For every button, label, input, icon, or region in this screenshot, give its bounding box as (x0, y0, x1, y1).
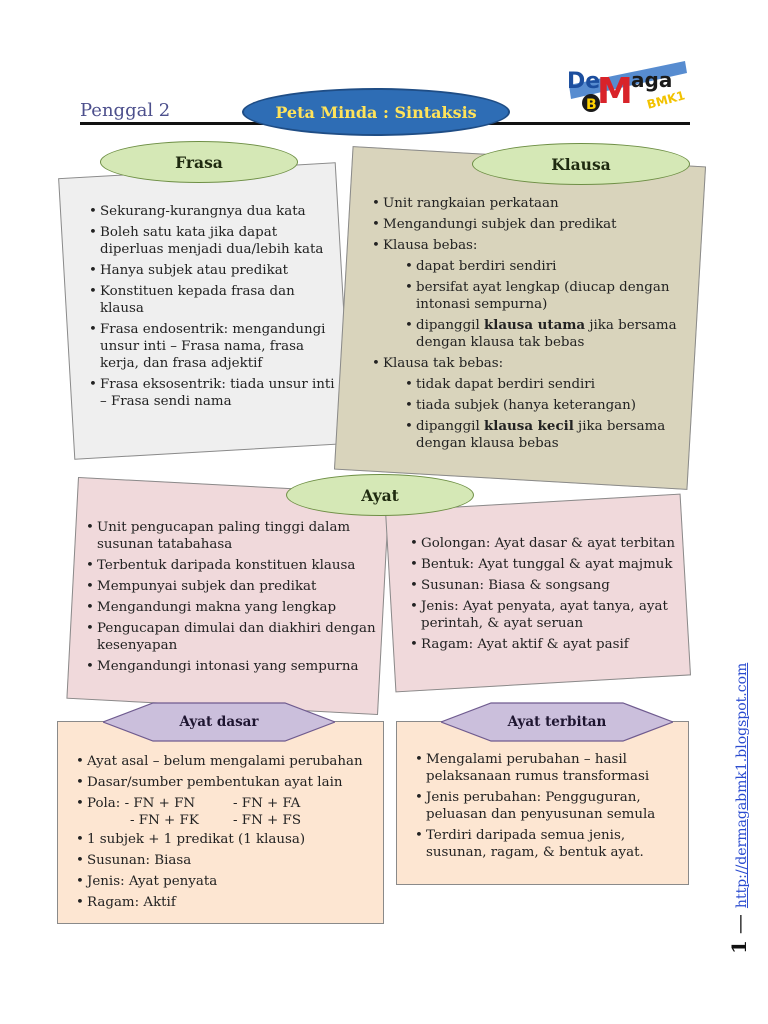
diamond-shape (103, 702, 335, 742)
ayat-terbitan-list: Mengalami perubahan – hasil pelaksanaan … (415, 751, 687, 861)
list-item: Jenis: Ayat penyata (76, 873, 381, 890)
list-item: Jenis perubahan: Pengguguran, peluasan d… (415, 789, 687, 823)
list-item: Pengucapan dimulai dan diakhiri dengan k… (86, 620, 378, 654)
list-item: Boleh satu kata jika dapat diperluas men… (89, 224, 339, 258)
list-item: tidak dapat berdiri sendiri (405, 376, 688, 393)
ayat-title: Ayat (361, 485, 399, 505)
section-label: Penggal 2 (80, 100, 171, 121)
text-fragment: dipanggil (416, 318, 484, 333)
ayat-dasar-diamond: Ayat dasar (103, 702, 335, 742)
frasa-oval: Frasa (100, 141, 298, 183)
klausa-oval: Klausa (472, 143, 690, 185)
list-item: Konstituen kepada frasa dan klausa (89, 283, 339, 317)
svg-text:De: De (567, 69, 600, 94)
list-item: Sekurang-kurangnya dua kata (89, 203, 339, 220)
ayat-terbitan-content: Mengalami perubahan – hasil pelaksanaan … (415, 751, 687, 865)
pola-row-2-a: - FN + FK (130, 813, 199, 828)
list-item: Terbentuk daripada konstituen klausa (86, 557, 378, 574)
footer-vertical: 1 — http://dermagabmk1.blogspot.com (727, 663, 751, 954)
header-oval: Peta Minda : Sintaksis (242, 88, 510, 136)
list-item: Frasa eksosentrik: tiada unsur inti – Fr… (89, 376, 339, 410)
svg-text:M: M (597, 71, 633, 112)
list-item: dapat berdiri sendiri (405, 258, 688, 275)
klausa-list: Unit rangkaian perkataan Mengandungi sub… (372, 195, 688, 452)
bold-term: klausa utama (484, 317, 586, 333)
list-item: Golongan: Ayat dasar & ayat terbitan (410, 535, 682, 552)
list-item: Unit pengucapan paling tinggi dalam susu… (86, 519, 378, 553)
list-item: Susunan: Biasa & songsang (410, 577, 682, 594)
bold-term: klausa kecil (484, 418, 574, 434)
logo: De M aga B BMK1 (565, 55, 690, 121)
ayat-terbitan-title: Ayat terbitan (507, 714, 607, 730)
ayat-left-content: Unit pengucapan paling tinggi dalam susu… (86, 519, 378, 679)
list-item: Mengandungi subjek dan predikat (372, 216, 688, 233)
ayat-left-list: Unit pengucapan paling tinggi dalam susu… (86, 519, 378, 675)
frasa-content: Sekurang-kurangnya dua kata Boleh satu k… (89, 203, 339, 414)
pola-row-1-a: Pola: - FN + FN (87, 796, 196, 811)
frasa-title: Frasa (175, 152, 223, 172)
list-item: Mengandungi makna yang lengkap (86, 599, 378, 616)
list-item: Pola: - FN + FN - FN + FA - FN + FK - FN +… (76, 795, 381, 829)
list-item: Ragam: Ayat aktif & ayat pasif (410, 636, 682, 653)
list-item: 1 subjek + 1 predikat (1 klausa) (76, 831, 381, 848)
list-item: Ayat asal – belum mengalami perubahan (76, 753, 381, 770)
list-item: Terdiri daripada semua jenis, susunan, r… (415, 827, 687, 861)
klausa-takbebas-label: Klausa tak bebas: (383, 356, 504, 371)
klausa-bebas-label: Klausa bebas: (383, 238, 478, 253)
list-item: Frasa endosentrik: mengandungi unsur int… (89, 321, 339, 372)
list-item: dipanggil klausa kecil jika bersama deng… (405, 418, 688, 452)
klausa-content: Unit rangkaian perkataan Mengandungi sub… (372, 195, 688, 456)
list-item: Klausa bebas: dapat berdiri sendiri bers… (372, 237, 688, 351)
ayat-terbitan-diamond: Ayat terbitan (441, 702, 673, 742)
ayat-right-content: Golongan: Ayat dasar & ayat terbitan Ben… (410, 535, 682, 657)
list-item: dipanggil klausa utama jika bersama deng… (405, 317, 688, 351)
page-title: Peta Minda : Sintaksis (275, 102, 477, 122)
list-item: Jenis: Ayat penyata, ayat tanya, ayat pe… (410, 598, 682, 632)
list-item: Mengandungi intonasi yang sempurna (86, 658, 378, 675)
list-item: Mengalami perubahan – hasil pelaksanaan … (415, 751, 687, 785)
list-item: Ragam: Aktif (76, 894, 381, 911)
klausa-bebas-list: dapat berdiri sendiri bersifat ayat leng… (405, 258, 688, 351)
ayat-dasar-title: Ayat dasar (179, 714, 259, 730)
klausa-title: Klausa (551, 154, 611, 174)
blog-url-link[interactable]: http://dermagabmk1.blogspot.com (734, 662, 750, 909)
diamond-shape (441, 702, 673, 742)
list-item: tiada subjek (hanya keterangan) (405, 397, 688, 414)
pola-row-1-b: - FN + FA (233, 796, 301, 811)
list-item: Bentuk: Ayat tunggal & ayat majmuk (410, 556, 682, 573)
ayat-dasar-list: Ayat asal – belum mengalami perubahan Da… (76, 753, 381, 911)
list-item: Mempunyai subjek dan predikat (86, 578, 378, 595)
svg-text:B: B (586, 97, 597, 113)
footer-dash: — (727, 914, 751, 935)
list-item: Hanya subjek atau predikat (89, 262, 339, 279)
list-item: Dasar/sumber pembentukan ayat lain (76, 774, 381, 791)
text-fragment: jika bersama dengan klausa bebas (416, 419, 666, 451)
frasa-list: Sekurang-kurangnya dua kata Boleh satu k… (89, 203, 339, 410)
ayat-dasar-content: Ayat asal – belum mengalami perubahan Da… (76, 753, 381, 915)
page-number: 1 (727, 940, 751, 954)
ayat-right-list: Golongan: Ayat dasar & ayat terbitan Ben… (410, 535, 682, 653)
ayat-oval: Ayat (286, 474, 474, 516)
klausa-takbebas-list: tidak dapat berdiri sendiri tiada subjek… (405, 376, 688, 452)
svg-text:aga: aga (631, 68, 672, 92)
text-fragment: dipanggil (416, 419, 484, 434)
logo-graphic: De M aga B BMK1 (565, 55, 690, 121)
list-item: bersifat ayat lengkap (diucap dengan int… (405, 279, 688, 313)
list-item: Susunan: Biasa (76, 852, 381, 869)
list-item: Klausa tak bebas: tidak dapat berdiri se… (372, 355, 688, 452)
text-fragment: jika bersama dengan klausa tak bebas (416, 318, 677, 350)
list-item: Unit rangkaian perkataan (372, 195, 688, 212)
pola-row-2-b: - FN + FS (233, 813, 301, 828)
